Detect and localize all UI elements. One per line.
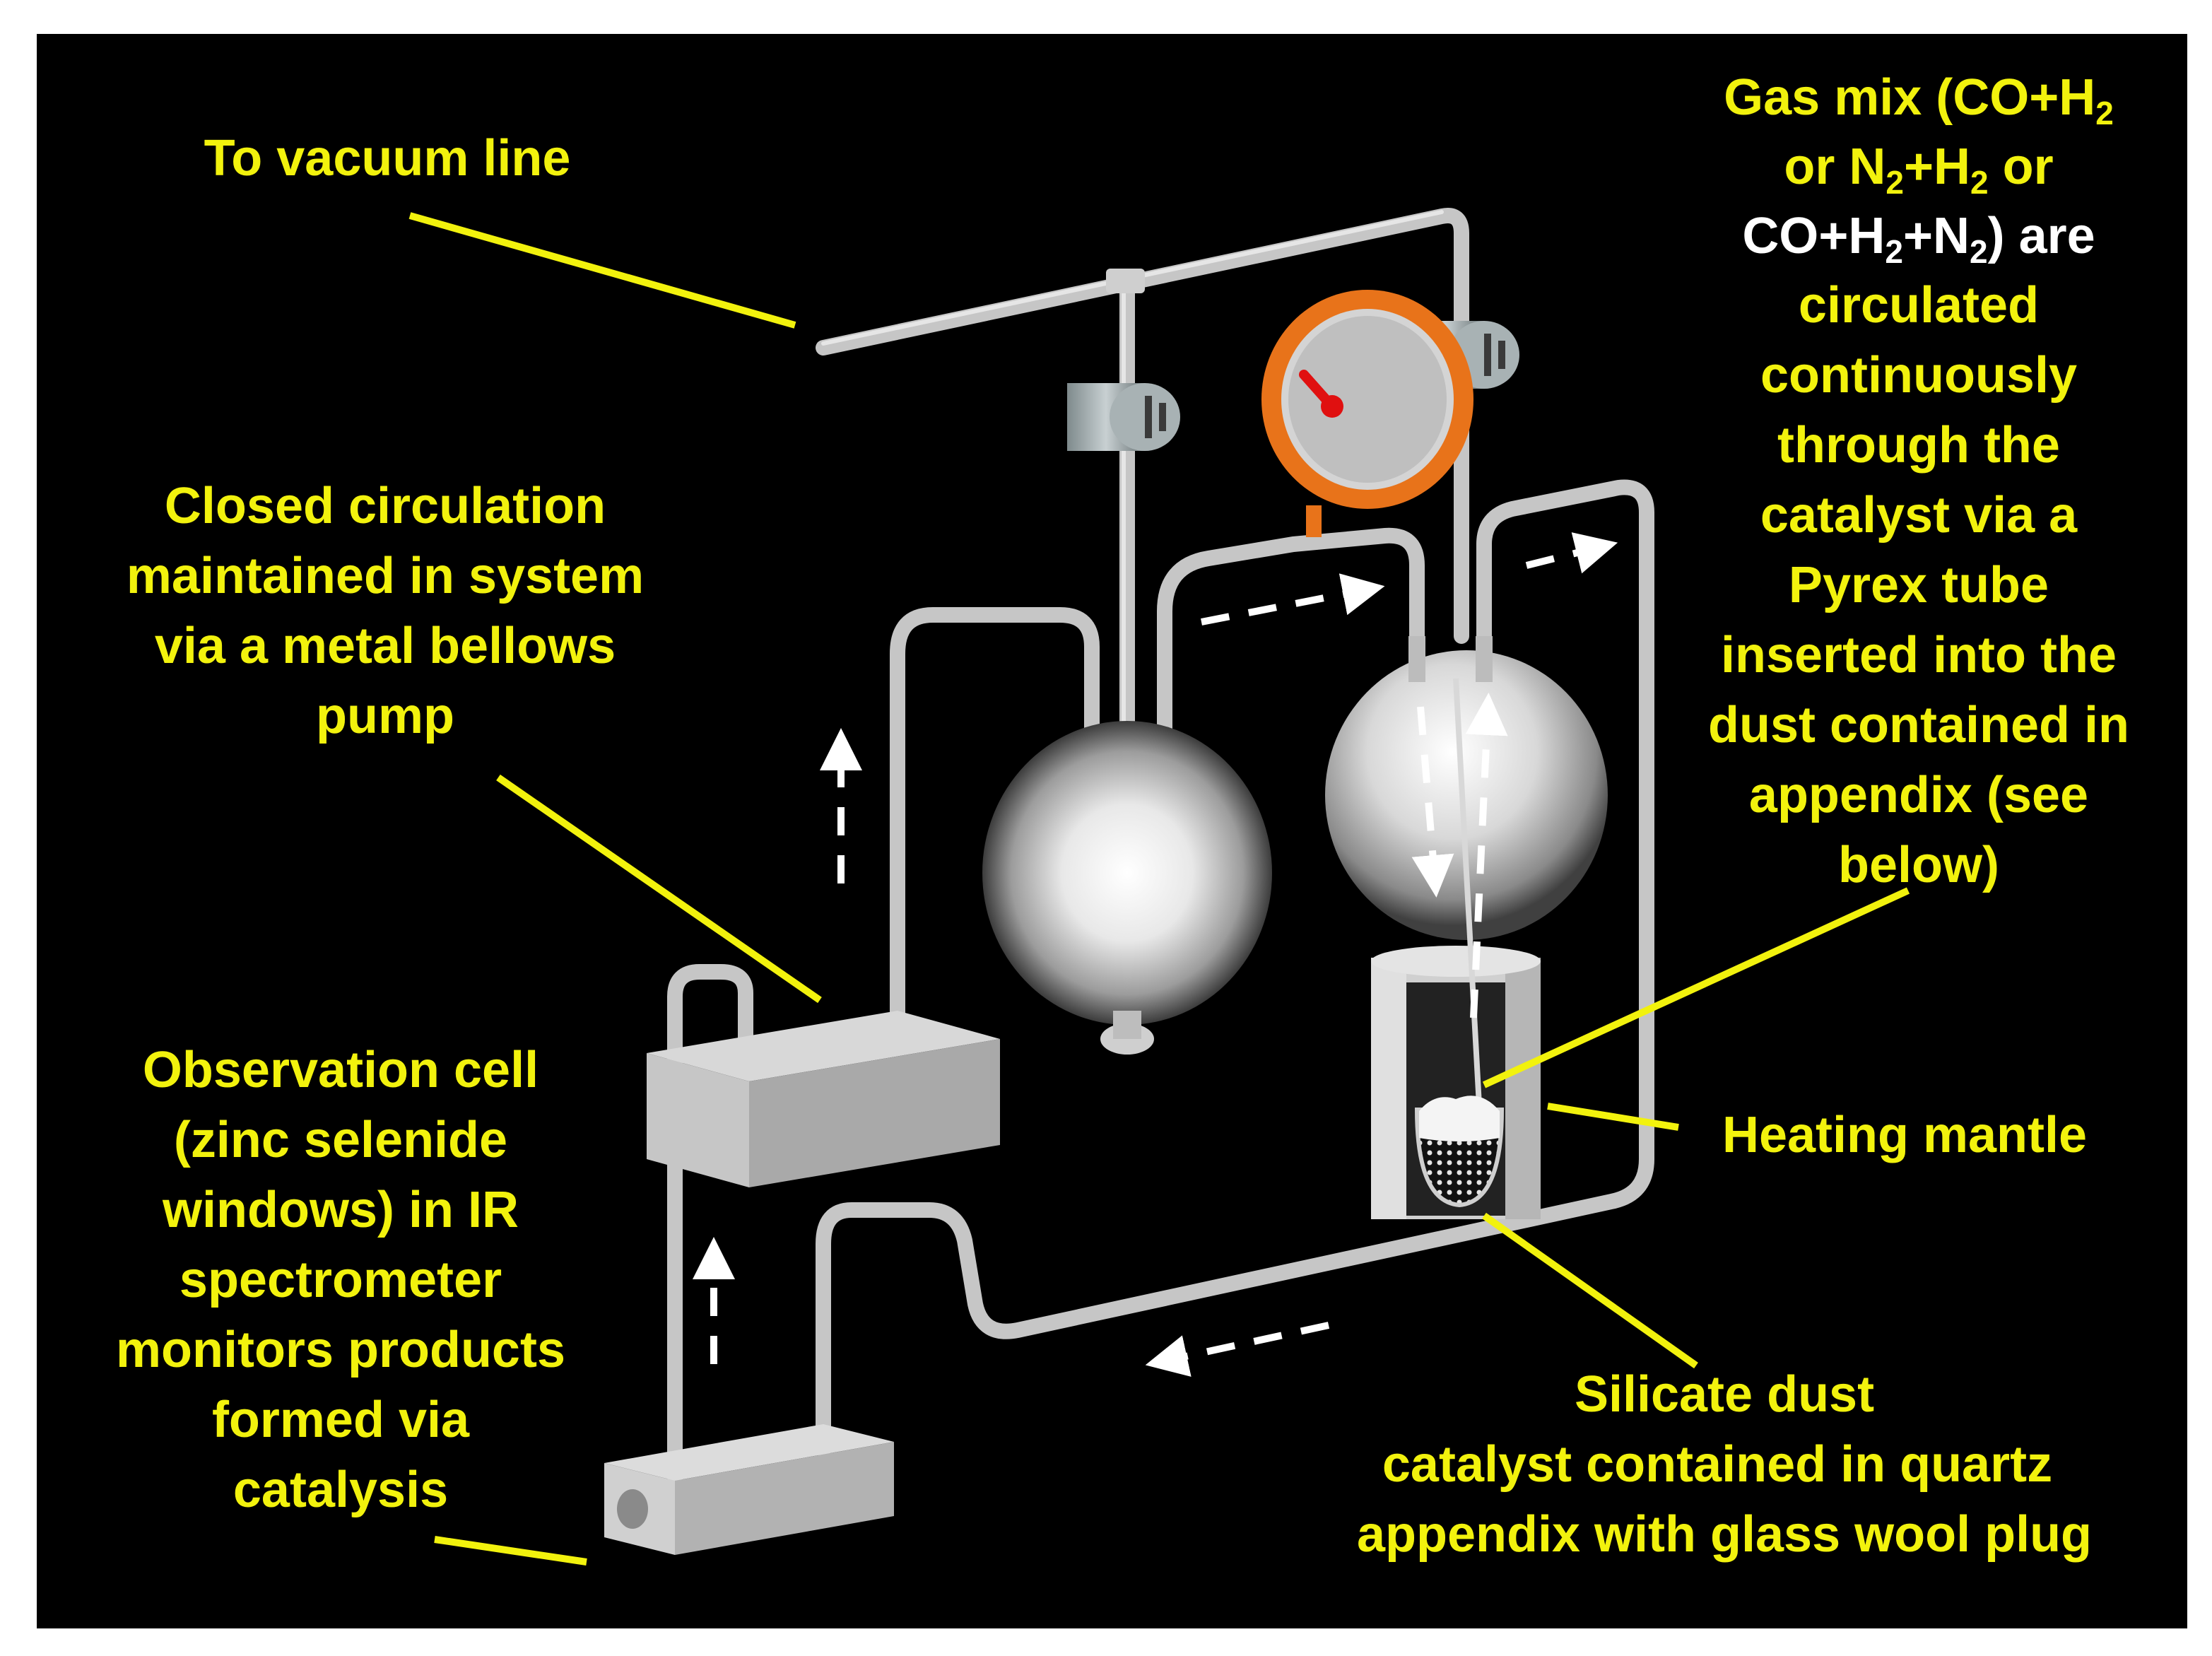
flow-arrow-up-tube [1465,693,1508,1018]
flow-arrow-left-bottom [1145,1322,1330,1377]
label-gas-mix-rest-1: continuously [1760,347,2077,404]
label-gas-mix-rest-8: below) [1838,837,1999,893]
label-closed-3: pump [316,688,454,744]
flow-arrows [693,532,1618,1377]
flow-arrow-right-top [1201,573,1385,626]
label-closed-1: maintained in system [127,548,644,604]
label-gas-mix-line2: or N2+H2 or [1784,139,2053,201]
label-gas-mix-line3: CO+H2+N2) are [1742,208,2095,270]
flask-to-flask-tube [1157,527,1425,739]
label-gas-mix-line3-sub2: 2 [1970,233,1988,270]
label-observation-4: monitors products [116,1322,565,1378]
label-gas-mix-rest-0: circulated [1799,277,2039,334]
label-silicate-2: appendix with glass wool plug [1357,1506,2092,1563]
flow-arrow-right-outlet [1525,532,1618,574]
label-gas-mix-line1-text: Gas mix (CO+H [1724,69,2095,126]
label-heating-mantle: Heating mantle [1722,1107,2087,1163]
observation-cell [604,1424,894,1555]
label-silicate-1: catalyst contained in quartz [1382,1436,2052,1493]
leader-observation [434,1536,587,1566]
bellows-pump [647,1011,1000,1187]
label-observation-0: Observation cell [143,1042,539,1098]
label-closed-2: via a metal bellows [155,618,616,674]
label-gas-mix-line2-a: or N [1784,139,1886,195]
tubing [667,208,1654,1485]
label-gas-mix-line3-sub1: 2 [1885,233,1903,270]
leader-lines [408,212,1910,1566]
pressure-gauge [1261,290,1473,537]
left-valve [1067,383,1180,451]
label-closed-0: Closed circulation [165,478,606,534]
label-gas-mix-rest-3: catalyst via a [1760,487,2078,544]
pump-to-left-flask-tube [890,607,1100,1029]
label-gas-mix-rest-5: inserted into the [1721,627,2117,683]
quartz-appendix [1414,1096,1505,1208]
label-observation-2: windows) in IR [162,1182,519,1238]
label-gas-mix-line3-c: ) are [1988,208,2095,264]
leader-silicate [1482,1212,1698,1369]
label-gas-mix-rest-2: through the [1777,417,2060,474]
label-gas-mix-rest-7: appendix (see [1749,767,2088,823]
leader-closed-circulation [496,774,822,1004]
label-gas-mix-line2-sub2: 2 [1970,164,1989,201]
right-flask [1325,636,1608,940]
label-observation-1: (zinc selenide [174,1112,507,1168]
labels: To vacuum line Gas mix (CO+H2 or N2+H2 o… [116,69,2129,1563]
label-gas-mix-line1: Gas mix (CO+H2 [1724,69,2114,131]
label-gas-mix-line3-a: CO+H [1742,208,1885,264]
label-gas-mix-line1-sub: 2 [2095,95,2114,131]
label-observation-3: spectrometer [180,1252,502,1308]
leader-vacuum [408,212,796,329]
label-gas-mix-line2-b: +H [1904,139,1970,195]
label-vacuum-line: To vacuum line [204,130,571,187]
label-gas-mix-rest-6: dust contained in [1708,697,2129,753]
leader-heating [1547,1103,1679,1131]
label-gas-mix-line2-c: or [1989,139,2054,195]
pyrex-tube [1453,678,1483,1132]
label-silicate-0: Silicate dust [1575,1366,1874,1423]
label-observation-6: catalysis [233,1462,448,1518]
return-loop-tube [816,479,1654,1457]
tee-joint [1106,269,1145,293]
label-gas-mix-rest-4: Pyrex tube [1789,557,2049,613]
label-gas-mix-line2-sub1: 2 [1886,164,1904,201]
label-observation-5: formed via [212,1392,470,1448]
vacuum-line-tube [816,208,1469,644]
leader-gas-mix [1482,887,1910,1088]
label-gas-mix-line3-b: +N [1903,208,1970,264]
left-flask [982,721,1272,1055]
pump-to-cell-tube [667,964,753,1485]
